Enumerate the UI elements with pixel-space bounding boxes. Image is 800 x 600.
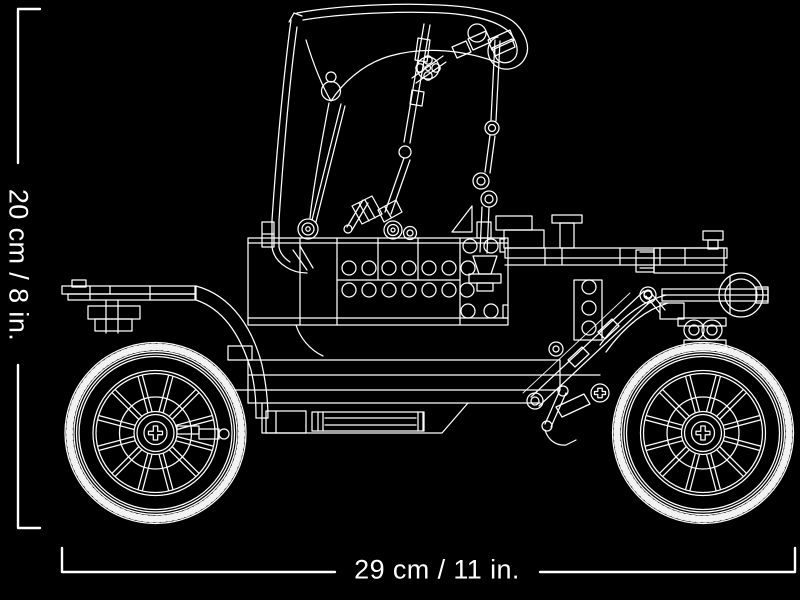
width-dimension-label: 29 cm / 11 in. [354, 554, 520, 585]
roof-mechanism [298, 24, 515, 291]
rear-rack-and-fender [62, 280, 268, 418]
width-dimension-line [62, 548, 795, 572]
chassis [228, 342, 609, 433]
height-dimension-line [18, 9, 40, 528]
brake-lever-beam [523, 287, 656, 445]
front-wheel [613, 343, 794, 524]
height-dimension-label: 20 cm / 8 in. [3, 188, 34, 342]
front-section [496, 215, 768, 352]
car-body [248, 238, 602, 356]
rear-wheel [65, 343, 246, 524]
